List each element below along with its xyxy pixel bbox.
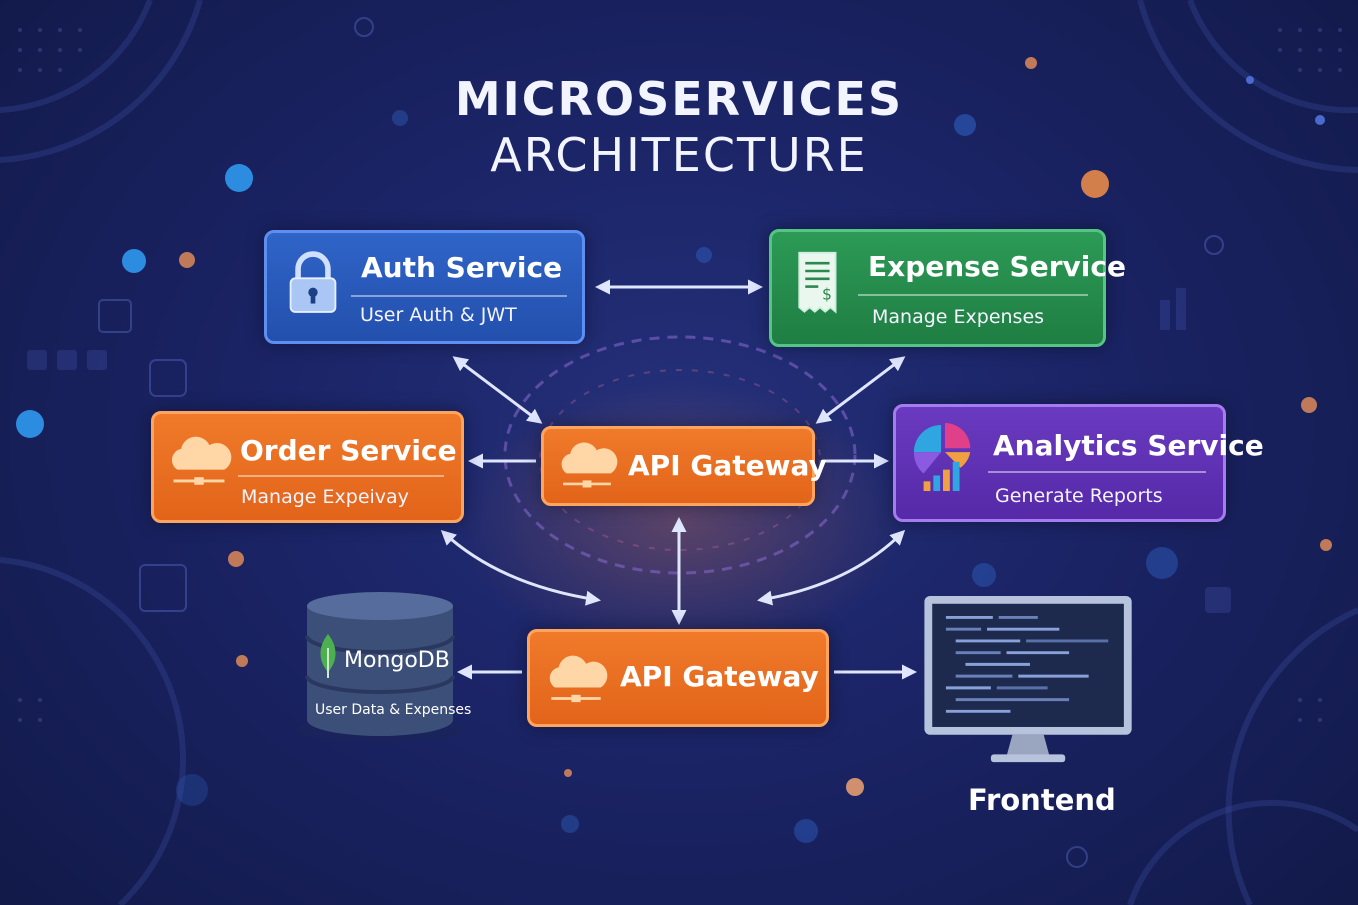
arrow-expense-gateway	[815, 356, 906, 424]
cloud-icon	[561, 442, 618, 488]
arrow-analytics-gateway-bottom	[757, 529, 906, 606]
lock-icon	[289, 251, 337, 313]
expense-service-name: Expense Service	[868, 250, 1126, 283]
api-gateway-top-name: API Gateway	[628, 449, 827, 482]
auth-service-name: Auth Service	[361, 251, 563, 284]
expense-divider	[858, 294, 1088, 296]
auth-service-card[interactable]: Auth Service User Auth & JWT	[264, 230, 585, 344]
auth-divider	[351, 295, 567, 297]
database-icon	[296, 592, 464, 742]
analytics-service-name: Analytics Service	[993, 429, 1264, 462]
expense-service-card[interactable]: $ Expense Service Manage Expenses	[769, 229, 1126, 347]
frontend-label: Frontend	[968, 783, 1116, 817]
arrow-auth-gateway	[452, 356, 543, 424]
monitor-icon	[924, 595, 1132, 763]
order-divider	[238, 475, 444, 477]
analytics-service-subtitle: Generate Reports	[995, 485, 1163, 507]
receipt-icon: $	[798, 251, 837, 314]
auth-service-subtitle: User Auth & JWT	[360, 304, 517, 326]
expense-service-subtitle: Manage Expenses	[872, 306, 1045, 328]
mongodb-subtitle: User Data & Expenses	[315, 702, 472, 718]
order-service-name: Order Service	[240, 434, 457, 467]
diagram-title-line1: MICROSERVICES	[454, 72, 904, 126]
mongodb-name: MongoDB	[344, 648, 450, 673]
diagram-title-line2: ARCHITECTURE	[490, 128, 868, 182]
pie-chart-icon	[913, 423, 971, 492]
cloud-icon	[171, 436, 232, 485]
analytics-service-card[interactable]: Analytics Service Generate Reports	[893, 404, 1264, 522]
api-gateway-bottom-name: API Gateway	[620, 660, 819, 693]
arrow-order-gateway-bottom	[440, 529, 601, 606]
order-service-subtitle: Manage Expeivay	[241, 486, 409, 508]
svg-text:$: $	[822, 286, 832, 304]
analytics-divider	[988, 471, 1206, 473]
order-service-card[interactable]: Order Service Manage Expeivay	[151, 411, 464, 523]
api-gateway-top-card[interactable]: API Gateway	[541, 426, 827, 506]
api-gateway-bottom-card[interactable]: API Gateway	[527, 629, 829, 727]
cloud-icon	[549, 655, 608, 703]
